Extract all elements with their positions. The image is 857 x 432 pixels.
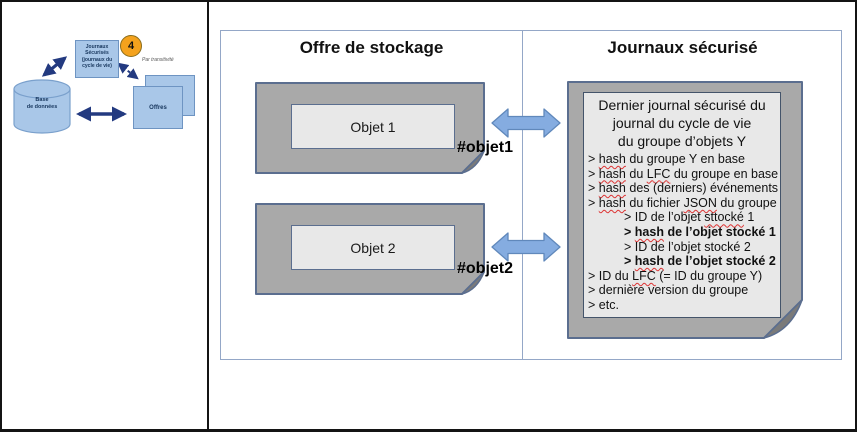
step-4-badge: 4 [120,35,142,57]
offers-front-square: Offres [133,86,183,129]
database-cylinder-shape [13,79,71,134]
journal-column-title: Journaux sécurisé [607,38,758,57]
step-number: 4 [127,40,135,52]
mini-journals-line: Sécurisés [85,50,109,57]
step-caption: Par transitivité [142,57,174,63]
storage-column-title: Offre de stockage [299,38,444,57]
journal-title-line: Dernier journal sécurisé du [598,97,766,113]
journal-list: > hash du groupe Y en base> hash du LFC … [584,150,780,313]
journal-line: > ID de l’objet sttocké 1 [624,210,755,225]
journal-line: > dernière version du groupe [588,283,749,298]
offers-label: Offres [149,105,167,111]
mini-journals-line: (journaux du [81,56,113,63]
journal-paper: Dernier journal sécurisé du journal du c… [567,81,805,341]
mini-journals-line: cycle de vie) [82,63,112,70]
journal-line: > hash de l’objet stocké 2 [624,254,776,269]
object2-box: Objet 2 [291,225,455,270]
column-divider-line [522,30,523,360]
arrow-db-journals [41,56,68,77]
main-frame [220,30,842,360]
object1-tag: #objet1 [457,139,514,156]
journal-line: > hash des (derniers) événements [588,181,779,196]
link-arrow-object2 [491,232,561,262]
object2-tag: #objet2 [457,260,514,277]
journal-line: > hash du groupe Y en base [588,152,745,166]
mini-journals-line: Journaux [85,44,109,50]
journal-line: > hash du LFC du groupe en base [588,166,779,181]
journal-card-title: Dernier journal sécurisé du journal du c… [584,93,780,150]
journal-line: > ID de l’objet stocké 2 [624,239,751,254]
object1-label: Objet 1 [350,119,396,135]
journal-title-line: du groupe d’objets Y [617,133,747,149]
arrow-journals-offers-dashed [117,62,139,80]
object1-box: Objet 1 [291,104,455,149]
database-label: Base de données [14,97,70,111]
journal-line: > hash du fichier JSON du groupe [588,195,777,210]
panel-divider-line [207,2,209,429]
journal-line: > hash de l’objet stocké 1 [624,224,776,239]
journal-title-line: journal du cycle de vie [612,115,752,131]
journal-card: Dernier journal sécurisé du journal du c… [583,92,781,318]
mini-journals-box: Journaux Sécurisés (journaux du cycle de… [75,40,119,78]
object2-label: Objet 2 [350,240,396,256]
database-label-line: Base [35,97,49,103]
journal-line: > ID du LFC (= ID du groupe Y) [588,268,763,283]
journal-line: > etc. [588,297,619,312]
object2-paper: Objet 2 #objet2 [255,203,513,297]
link-arrow-object1 [491,108,561,138]
database-label-line: de données [26,104,58,110]
object1-paper: Objet 1 #objet1 [255,82,513,176]
mini-diagram-shapes [13,56,139,134]
